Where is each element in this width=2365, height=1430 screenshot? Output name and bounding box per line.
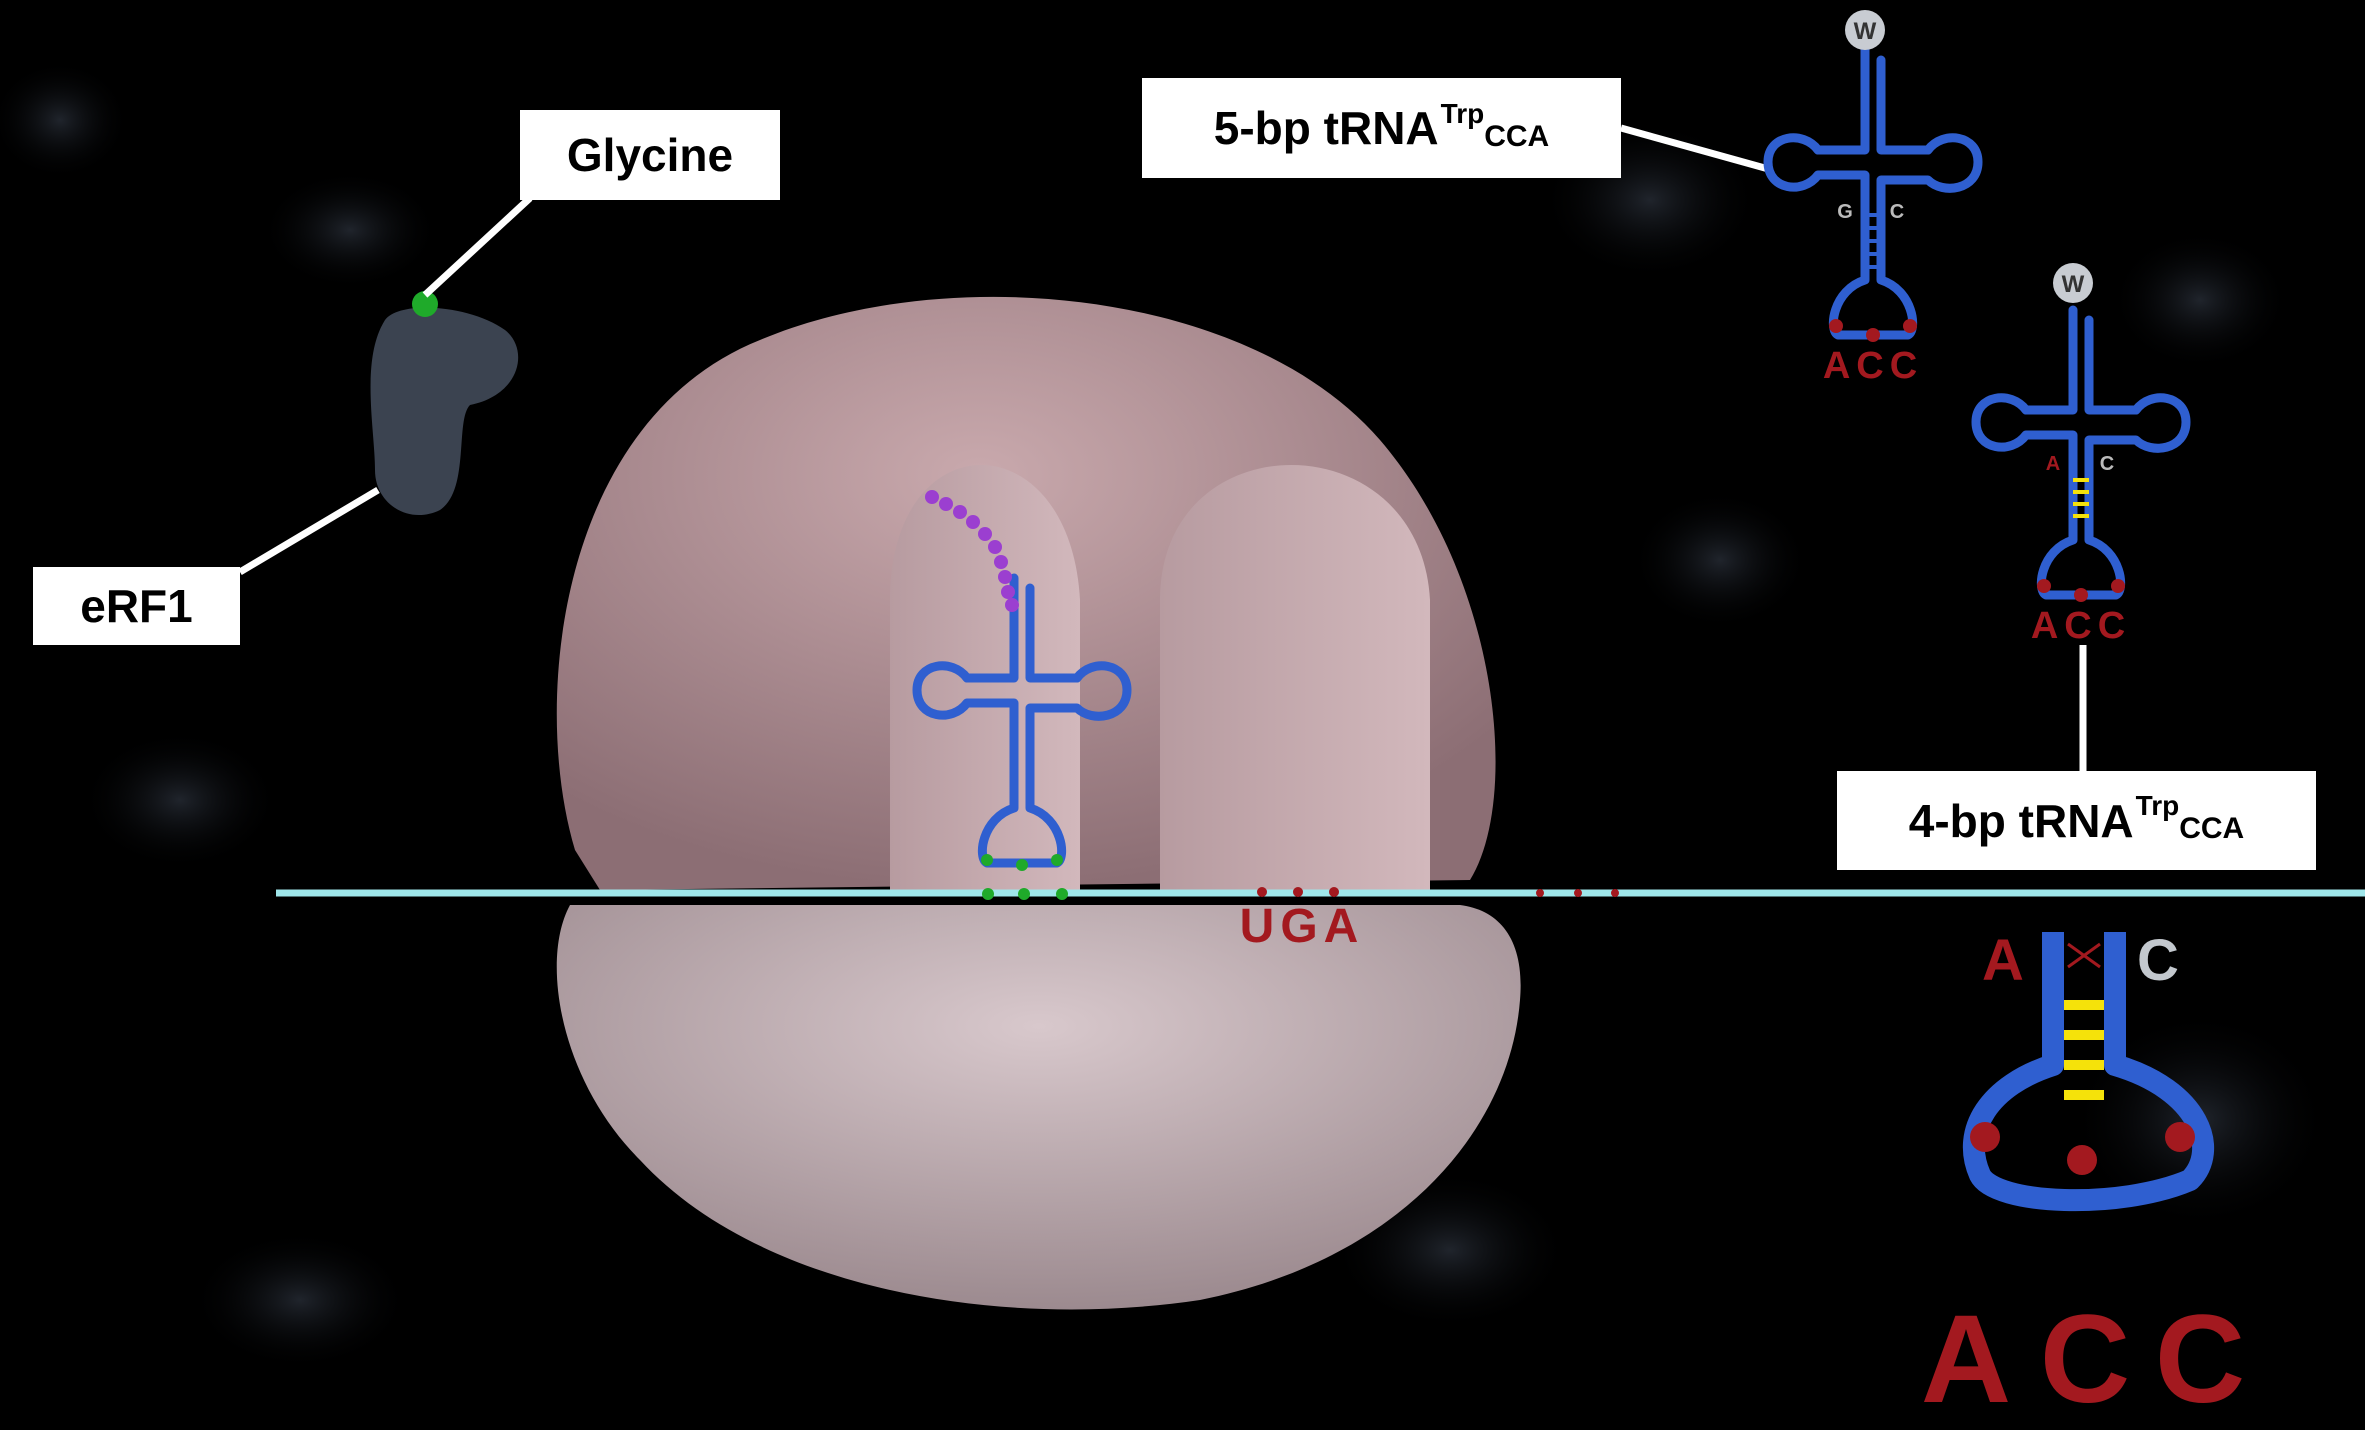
label-superscript: Trp (2135, 790, 2180, 822)
trna-4bp: W A C ACC (1976, 263, 2186, 647)
label-superscript: Trp (1440, 97, 1485, 129)
left-base: G (1837, 201, 1853, 223)
anticodon: ACC (2031, 605, 2131, 647)
glycine-leader-line (422, 195, 533, 298)
trna-5bp-leader-line (1620, 124, 1773, 174)
anticodon-stem-closeup: A C A C C (1921, 928, 2245, 1429)
background-particles (0, 60, 2330, 1370)
label-subscript: CCA (2179, 812, 2245, 845)
peptide-chain (925, 490, 1019, 612)
tryptophan-bead (1845, 10, 1885, 50)
amino-acid-letter: W (1854, 18, 1877, 45)
label-prefix: 4-bp tRNA (1908, 794, 2134, 847)
left-base: A (2046, 453, 2060, 475)
trna-5bp: W G C ACC (1768, 10, 1978, 387)
a-site-pocket (1160, 465, 1430, 890)
mrna-nucleotides (1257, 887, 1619, 897)
p-site-trna (917, 578, 1127, 871)
right-base: C (2100, 453, 2114, 475)
erf1-protein (370, 307, 519, 516)
erf1-label-text: eRF1 (80, 580, 193, 632)
label-subscript: CCA (1484, 119, 1550, 153)
glycine-label: Glycine (520, 110, 780, 200)
stop-codon: UGA (1240, 900, 1365, 953)
anticodon-base-2: C (2040, 1290, 2130, 1429)
glycine-residue (412, 291, 438, 317)
right-base: C (2137, 928, 2179, 993)
anticodon: ACC (1823, 345, 1923, 387)
amino-acid-letter: W (2062, 271, 2085, 298)
p-site-codon-nucleotides (982, 888, 1068, 900)
mismatch-cross-icon (2067, 942, 2101, 969)
anticodon-base-3: C (2155, 1290, 2245, 1429)
tryptophan-bead (2053, 263, 2093, 303)
glycine-label-text: Glycine (566, 129, 734, 181)
base-pairs (2064, 1000, 2104, 1100)
anticodon-base-1: A (1921, 1290, 2011, 1429)
small-ribosomal-subunit (556, 905, 1521, 1310)
erf1-label: eRF1 (33, 567, 240, 645)
left-base: A (1982, 928, 2024, 993)
erf1-leader-line (238, 486, 380, 576)
label-prefix: 5-bp tRNA (1213, 102, 1439, 154)
right-base: C (1890, 201, 1904, 223)
